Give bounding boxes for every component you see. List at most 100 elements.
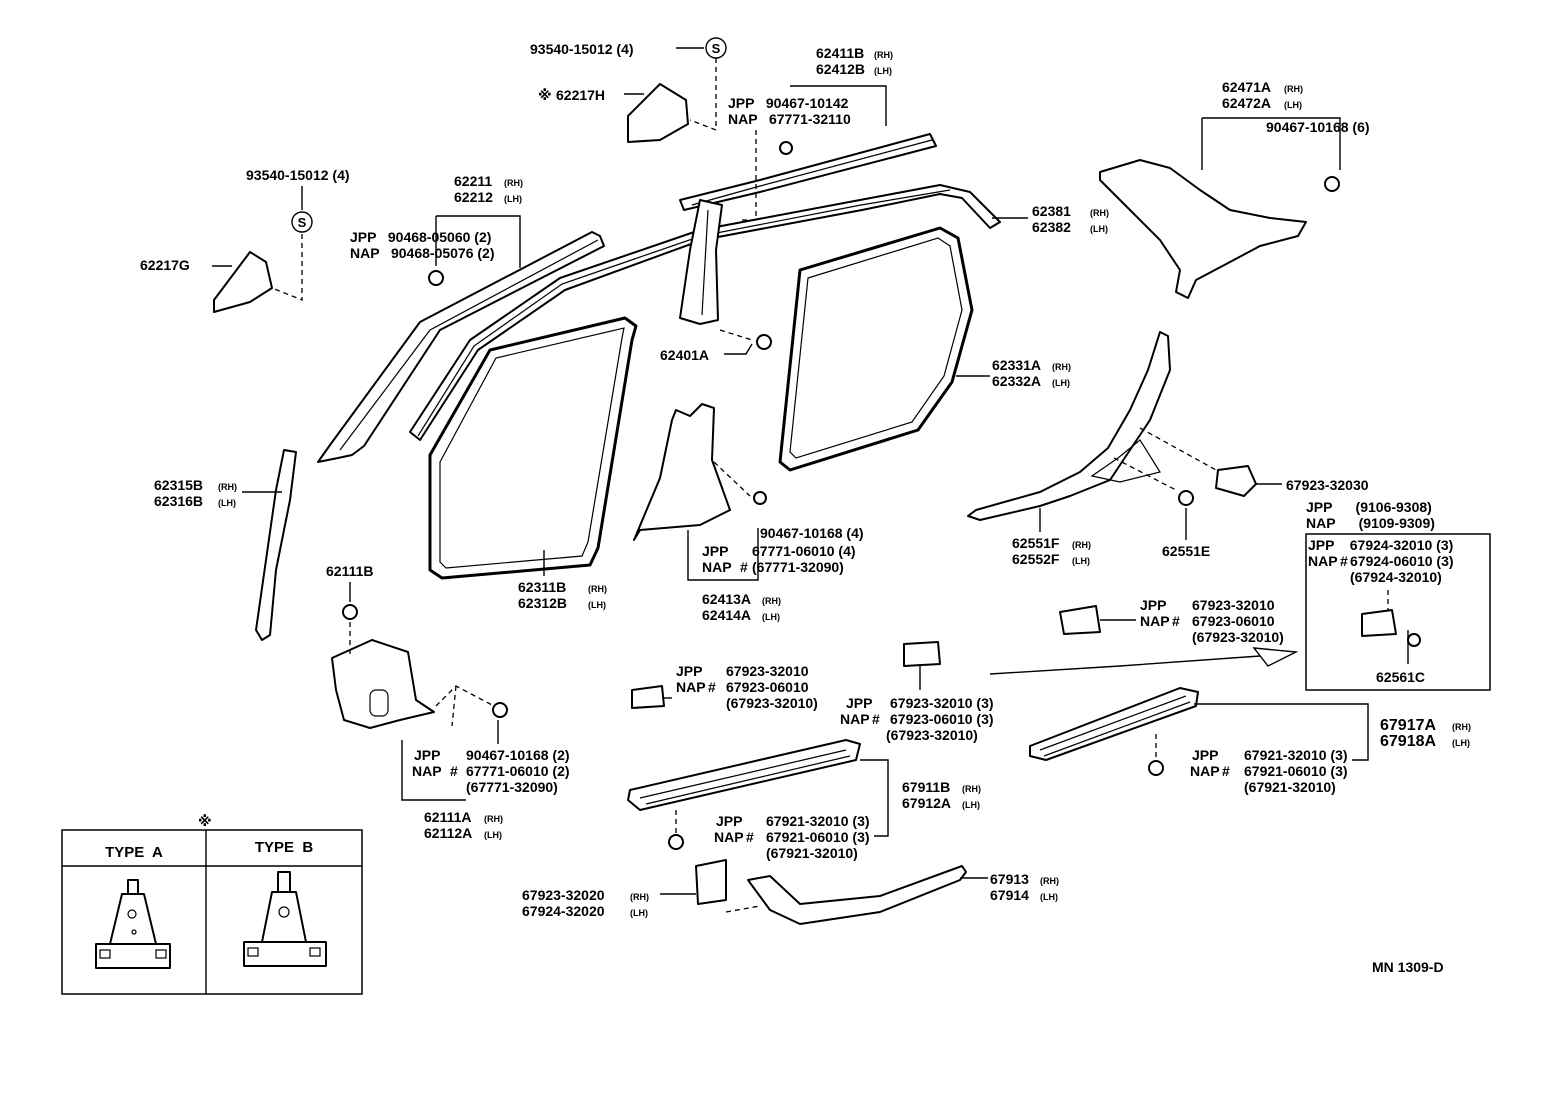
tag-67914: (LH) xyxy=(1040,892,1058,902)
legend-type-a: TYPE A xyxy=(105,844,163,861)
label-62411B: 62411B xyxy=(816,45,864,61)
tag-62414A: (LH) xyxy=(762,612,780,622)
label-nap-62413: NAP xyxy=(702,559,732,575)
label-62551F: 62551F xyxy=(1012,535,1060,551)
label-90467-10168-2: 90467-10168 (2) xyxy=(466,747,570,763)
type-legend: ※ TYPE A TYPE B xyxy=(61,813,363,995)
label-62414A: 62414A xyxy=(702,607,751,623)
label-67923-32010-3b: (67923-32010) xyxy=(886,727,978,743)
label-67921-32010-f2: (67921-32010) xyxy=(766,845,858,861)
hash-rear-scuff: # xyxy=(1222,763,1230,779)
label-nap-rear-scuff: NAP xyxy=(1190,763,1220,779)
label-62552F: 62552F xyxy=(1012,551,1060,567)
tag-62111A: (RH) xyxy=(484,814,503,824)
tag-62315B: (RH) xyxy=(218,482,237,492)
label-jpp-62413: JPP xyxy=(702,543,728,559)
tag-62413A: (RH) xyxy=(762,596,781,606)
label-67918A: 67918A xyxy=(1380,733,1436,750)
roof-rail-strip xyxy=(679,133,937,211)
tag-62312B: (LH) xyxy=(588,600,606,610)
tag-62316B: (LH) xyxy=(218,498,236,508)
tag-62472A: (LH) xyxy=(1284,100,1302,110)
label-67924-06010: 67924-06010 (3) xyxy=(1350,553,1454,569)
clips xyxy=(342,141,1421,905)
label-jpp-clip-mid: JPP xyxy=(676,663,702,679)
legend-type-b: TYPE B xyxy=(255,839,314,856)
label-jpp-cowl: JPP xyxy=(414,747,440,763)
label-62471A: 62471A xyxy=(1222,79,1271,95)
s-mark-top: S xyxy=(712,41,721,56)
front-pillar-garnish xyxy=(317,231,605,463)
label-62217G: 62217G xyxy=(140,257,190,273)
rear-scuff-plate xyxy=(1029,687,1199,761)
callout-labels: 93540-15012 (4) ※ 62217H 62411B (RH) 624… xyxy=(140,41,1471,975)
label-90467-10168-6: 90467-10168 (6) xyxy=(1266,119,1370,135)
rear-door-weatherstrip xyxy=(778,226,974,472)
label-67923-32010-r: 67923-32010 xyxy=(1192,597,1275,613)
label-jpp-front-scuff: JPP xyxy=(716,813,742,829)
type-a-clip xyxy=(95,879,171,969)
label-62212: 62212 xyxy=(454,189,493,205)
label-67911B: 67911B xyxy=(902,779,950,795)
label-67923-32010-m: 67923-32010 xyxy=(726,663,809,679)
roof-clip-62217H xyxy=(627,83,689,143)
quarter-trim-upper xyxy=(1099,159,1307,299)
tag-62411B: (RH) xyxy=(874,50,893,60)
tag-62381: (RH) xyxy=(1090,208,1109,218)
hash-clip-right: # xyxy=(1172,613,1180,629)
label-nap-date: NAP (9109-9309) xyxy=(1306,515,1435,531)
legend-asterisk: ※ xyxy=(198,813,212,829)
label-jpp-date: JPP (9106-9308) xyxy=(1306,499,1432,515)
tag-62212: (LH) xyxy=(504,194,522,204)
label-93540-top: 93540-15012 (4) xyxy=(530,41,634,57)
hash-62413: # xyxy=(740,559,748,575)
tag-62331A: (RH) xyxy=(1052,362,1071,372)
hash-front-scuff: # xyxy=(746,829,754,845)
label-67914: 67914 xyxy=(990,887,1029,903)
label-67923-32010-m2: (67923-32010) xyxy=(726,695,818,711)
label-67924-32010-alt: (67924-32010) xyxy=(1350,569,1442,585)
label-67923-06010-r: 67923-06010 xyxy=(1192,613,1275,629)
label-67921-06010-r: 67921-06010 (3) xyxy=(1244,763,1348,779)
label-62331A: 62331A xyxy=(992,357,1041,373)
tag-67912A: (LH) xyxy=(962,800,980,810)
s-mark-left: S xyxy=(298,215,307,230)
tag-67918A: (LH) xyxy=(1452,738,1470,748)
label-67921-32010-f: 67921-32010 (3) xyxy=(766,813,870,829)
front-door-weatherstrip xyxy=(428,316,638,580)
cowl-side-trim xyxy=(331,639,435,729)
label-jpp-67924-32010: JPP 67924-32010 (3) xyxy=(1308,537,1453,553)
label-62111B: 62111B xyxy=(326,563,374,579)
label-62551E: 62551E xyxy=(1162,543,1210,559)
label-90467-10168-4: 90467-10168 (4) xyxy=(760,525,864,541)
label-62112A: 62112A xyxy=(424,825,472,841)
label-67923-06010-m: 67923-06010 xyxy=(726,679,809,695)
label-62561C: 62561C xyxy=(1376,669,1425,685)
label-jpp-clip-3: JPP xyxy=(846,695,872,711)
label-asterisk: ※ xyxy=(538,87,552,103)
hash-clip-mid: # xyxy=(708,679,716,695)
label-jpp-clip-right: JPP xyxy=(1140,597,1166,613)
label-62315B: 62315B xyxy=(154,477,203,493)
label-nap-front-scuff: NAP xyxy=(714,829,744,845)
footer-code: MN 1309-D xyxy=(1372,959,1444,975)
tag-67917A: (RH) xyxy=(1452,722,1471,732)
type-b-clip xyxy=(243,871,327,967)
tag-62552F: (LH) xyxy=(1072,556,1090,566)
label-62111A: 62111A xyxy=(424,809,472,825)
label-62412B: 62412B xyxy=(816,61,865,77)
label-67771-32090-a: (67771-32090) xyxy=(752,559,844,575)
label-62413A: 62413A xyxy=(702,591,751,607)
a-pillar-lower-garnish xyxy=(255,449,297,641)
tag-67913: (RH) xyxy=(1040,876,1059,886)
label-93540-left: 93540-15012 (4) xyxy=(246,167,350,183)
tag-67923-32020: (RH) xyxy=(630,892,649,902)
label-62382: 62382 xyxy=(1032,219,1071,235)
label-67923-06010-3: 67923-06010 (3) xyxy=(890,711,994,727)
label-62401A: 62401A xyxy=(660,347,709,363)
label-67913: 67913 xyxy=(990,871,1029,887)
tag-62311B: (RH) xyxy=(588,584,607,594)
tag-62211: (RH) xyxy=(504,178,523,188)
label-67924-32020: 67924-32020 xyxy=(522,903,605,919)
